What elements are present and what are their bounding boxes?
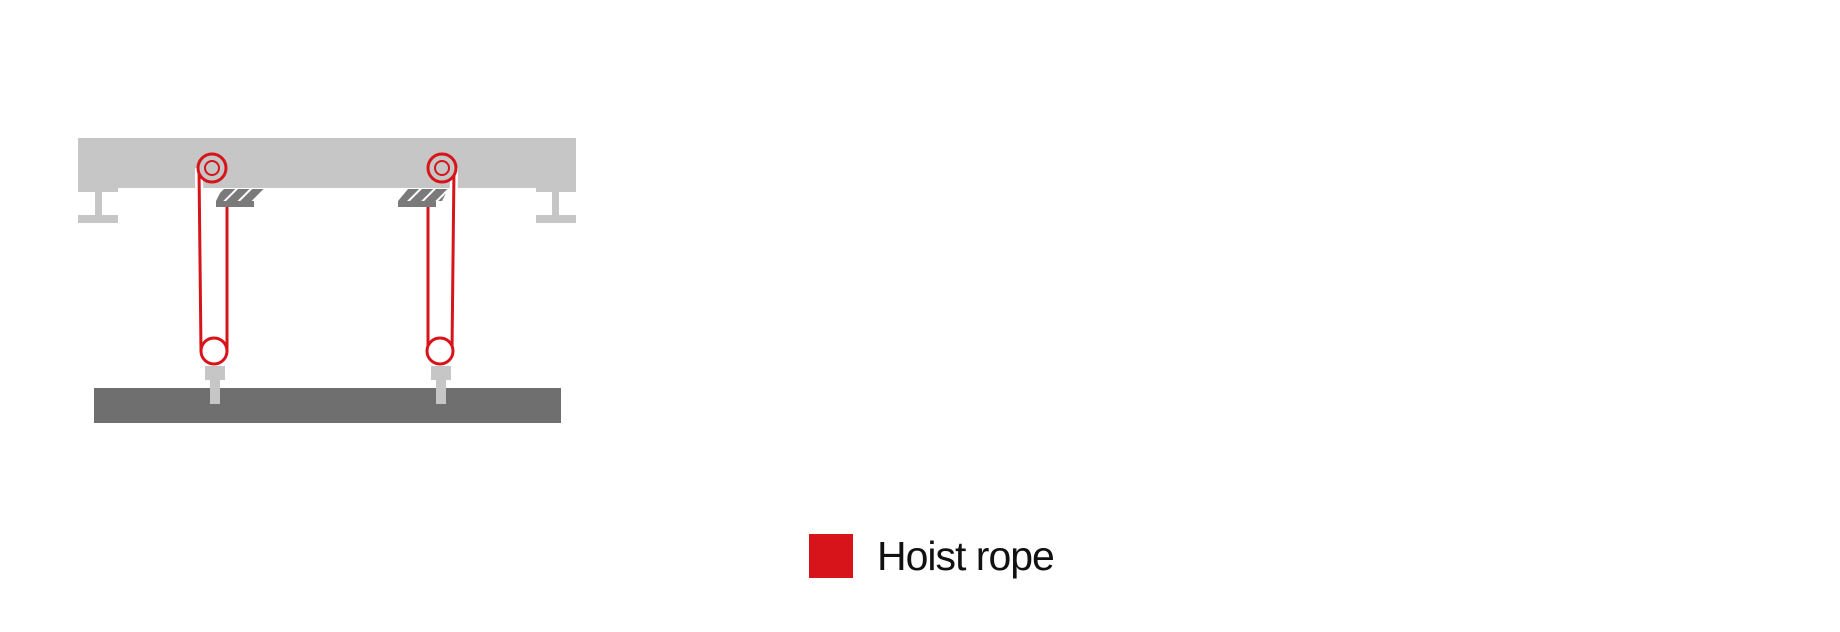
left-rail-support (78, 188, 118, 223)
right-rope-anchor (398, 189, 448, 207)
left-lower-sheave (199, 336, 229, 366)
left-rope-anchor (216, 189, 264, 207)
legend-label-hoist-rope: Hoist rope (877, 533, 1055, 579)
overhead-beam (78, 138, 576, 192)
hoist-rope-swatch-icon (809, 534, 853, 578)
right-rail-support (536, 188, 576, 223)
legend: Hoist rope (809, 533, 1055, 579)
right-hook-block (431, 366, 451, 404)
right-lower-sheave (425, 336, 455, 366)
left-hoist-rope (195, 152, 231, 366)
left-hook-block (205, 366, 225, 404)
right-hoist-rope (424, 152, 458, 366)
load-platform (94, 388, 561, 423)
